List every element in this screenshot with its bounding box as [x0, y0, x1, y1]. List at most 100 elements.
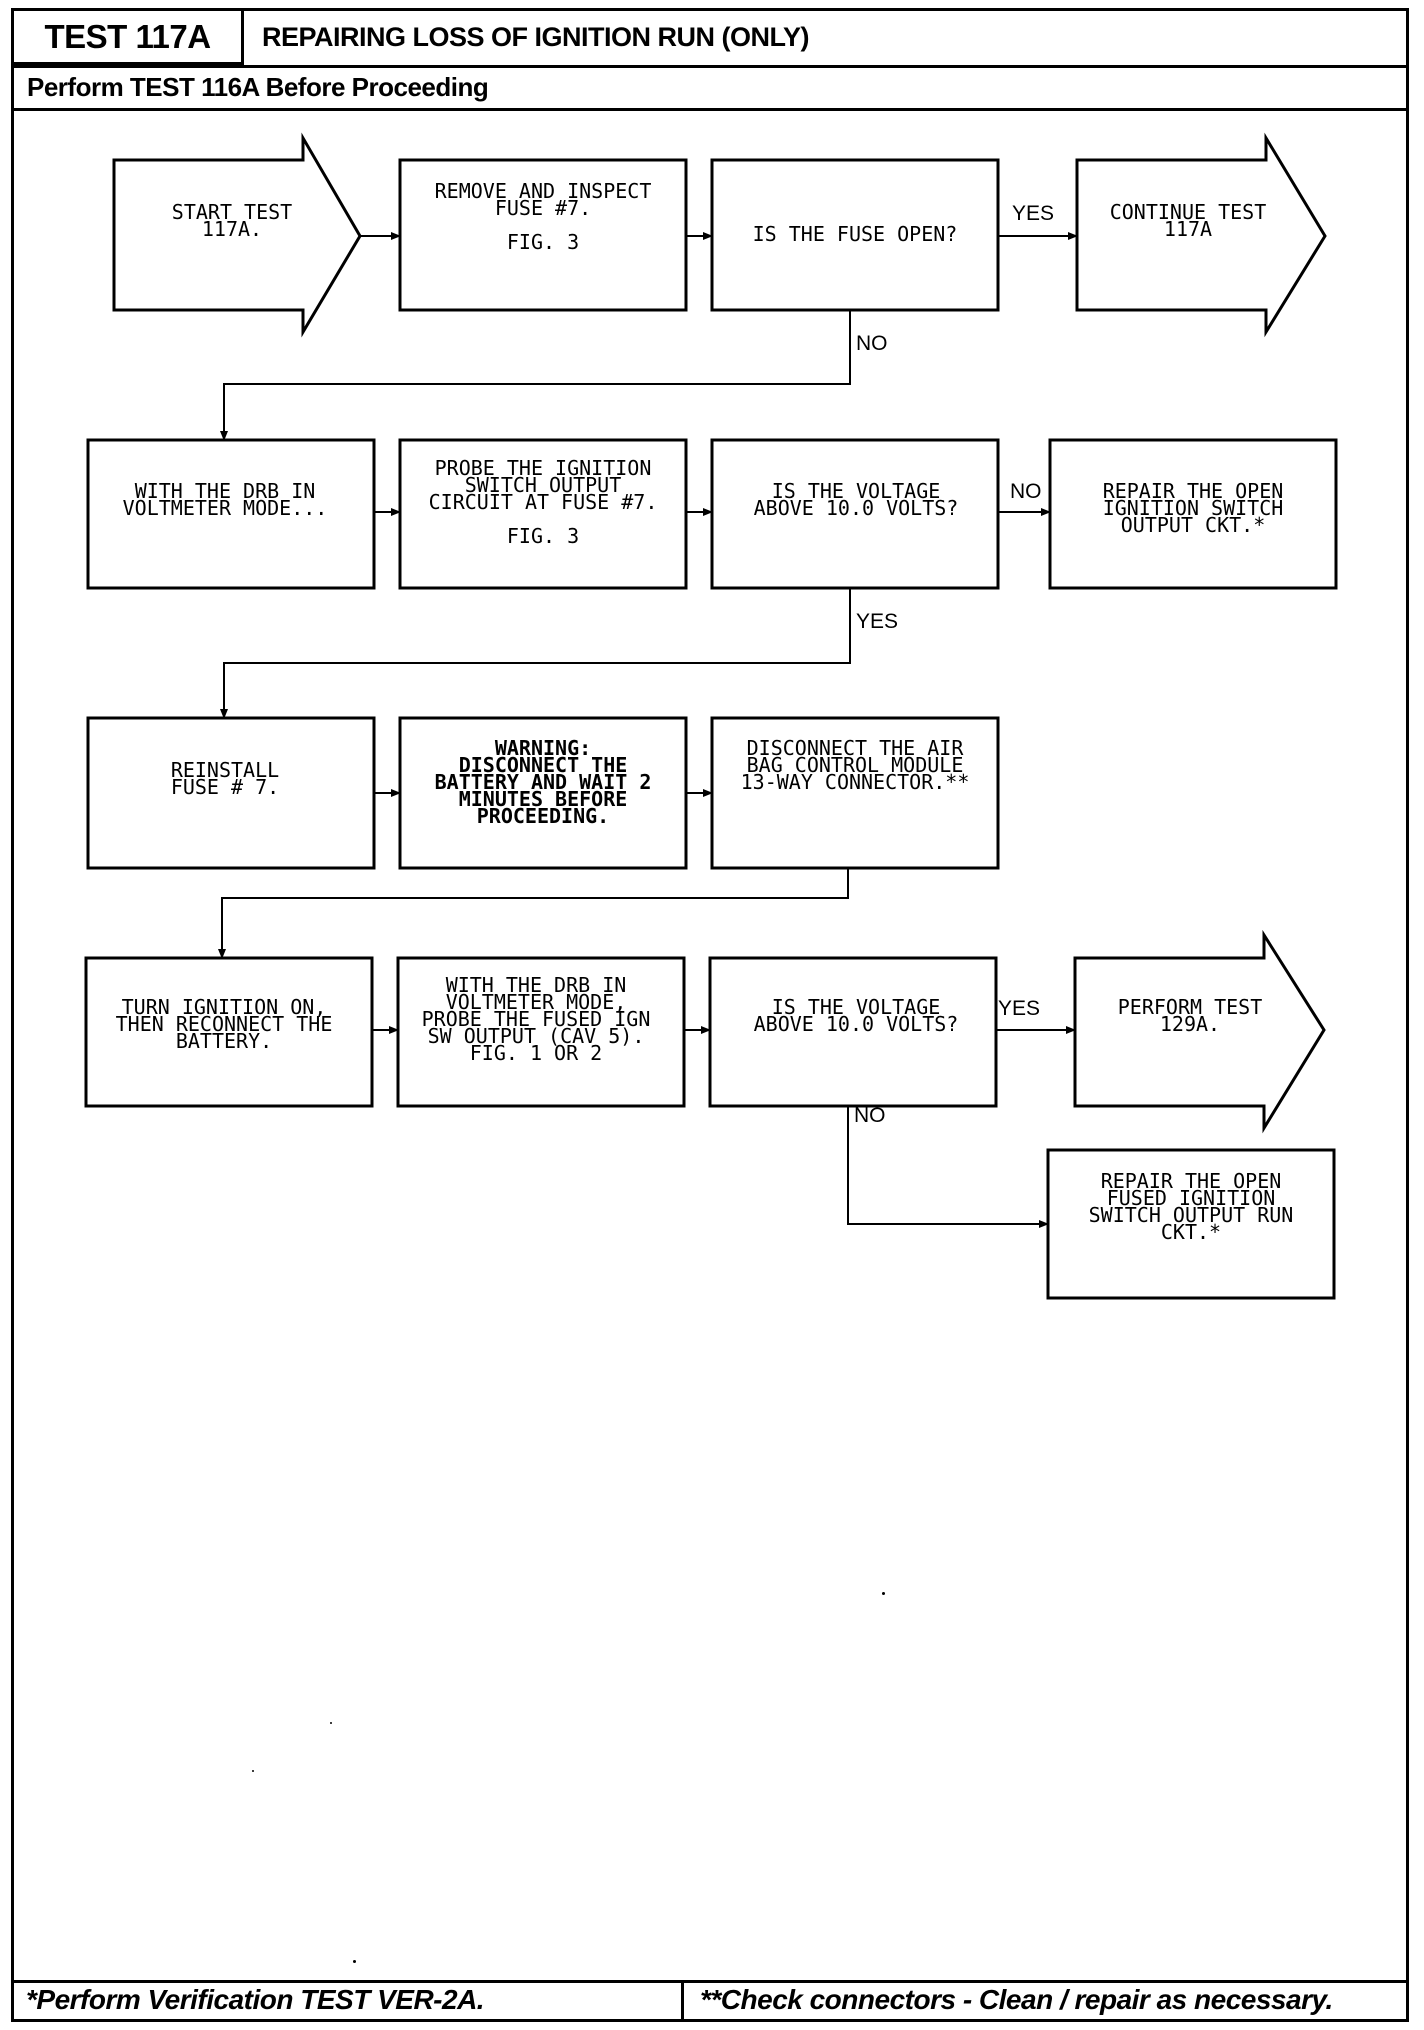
remove-fuse-box: [398, 158, 688, 312]
test-id-box: TEST 117A: [14, 11, 244, 65]
speck-3: [252, 1770, 254, 1772]
box-text-line: PROBE THE IGNITION: [435, 456, 652, 480]
header-rule: [14, 65, 1406, 68]
box-text-line: OUTPUT CKT.*: [1121, 513, 1266, 537]
page-title: REPAIRING LOSS OF IGNITION RUN (ONLY): [262, 22, 810, 52]
footer-divider: [681, 1980, 684, 2022]
subheader-rule: [14, 108, 1406, 111]
box-text-line: FIG. 3: [507, 524, 579, 548]
box-text-line: FUSE #7.: [495, 196, 591, 220]
fuse-open-box: [710, 158, 1000, 312]
box-text-line: 13-WAY CONNECTOR.**: [741, 770, 970, 794]
box-text-line: WITH THE DRB IN: [135, 479, 316, 503]
box-text-line: CONTINUE TEST: [1110, 200, 1267, 224]
footer-rule: [14, 1980, 1406, 1983]
box-text-line: START TEST: [172, 200, 292, 224]
box-text-line: CKT.*: [1161, 1220, 1221, 1244]
box-text-line: REMOVE AND INSPECT: [435, 179, 652, 203]
box-text-line: 117A.: [202, 217, 262, 241]
speck-1: [882, 1592, 885, 1595]
box-text-line: ABOVE 10.0 VOLTS?: [754, 496, 959, 520]
connector-no-1: [220, 310, 851, 441]
label-no-3: NO: [854, 1104, 886, 1127]
box-text-line: WARNING:: [495, 736, 591, 760]
connector-row3-row4: [218, 868, 849, 959]
label-no-1: NO: [856, 332, 888, 355]
fuse-open-text: IS THE FUSE OPEN?: [753, 222, 958, 246]
box-text-line: FIG. 1 OR 2: [470, 1041, 602, 1065]
box-text-line: REPAIR THE OPEN: [1101, 1169, 1282, 1193]
box-text-line: BATTERY AND WAIT 2: [435, 770, 652, 794]
prerequisite-note: Perform TEST 116A Before Proceeding: [27, 72, 489, 102]
box-text-line: FUSED IGNITION: [1107, 1186, 1276, 1210]
box-text-line: 129A.: [1160, 1012, 1220, 1036]
voltage-q1-box: [710, 438, 1000, 590]
box-text-line: BAG CONTROL MODULE: [747, 753, 964, 777]
speck-2: [330, 1722, 332, 1724]
box-text-line: 117A: [1164, 217, 1212, 241]
box-text-line: BATTERY.: [176, 1029, 272, 1053]
box-text-line: DISCONNECT THE: [459, 753, 628, 777]
start-arrow-shape: [112, 132, 362, 338]
box-text-line: VOLTMETER MODE,: [446, 990, 627, 1014]
drb-voltmeter-box: [86, 438, 376, 590]
label-yes-3: YES: [998, 997, 1040, 1020]
box-text-line: REINSTALL: [171, 758, 279, 782]
box-text-line: IS THE VOLTAGE: [772, 479, 941, 503]
box-text-line: IGNITION SWITCH: [1103, 496, 1284, 520]
box-text-line: REPAIR THE OPEN: [1103, 479, 1284, 503]
connector-no-3: [847, 1106, 1049, 1228]
box-text-line: PERFORM TEST: [1118, 995, 1263, 1019]
box-text-line: VOLTMETER MODE...: [123, 496, 328, 520]
label-yes-1: YES: [1012, 202, 1054, 225]
box-text-line: SWITCH OUTPUT RUN: [1089, 1203, 1294, 1227]
label-yes-2: YES: [856, 610, 898, 633]
box-text-line: IS THE VOLTAGE: [772, 995, 941, 1019]
page-frame: [11, 8, 1409, 2022]
box-text-line: ABOVE 10.0 VOLTS?: [754, 1012, 959, 1036]
footer-verification-note: *Perform Verification TEST VER-2A.: [26, 1984, 485, 2015]
disconnect-module-box: [710, 716, 1000, 870]
connector-yes-2: [220, 588, 851, 719]
reinstall-fuse-box: [86, 716, 376, 870]
box-text-line: DISCONNECT THE AIR: [747, 736, 965, 760]
perform-129a-arrow-shape: [1073, 929, 1326, 1134]
box-text-line: WITH THE DRB IN: [446, 973, 627, 997]
box-text-line: MINUTES BEFORE: [459, 787, 628, 811]
turn-ign-on-box: [84, 956, 374, 1108]
box-text-line: THEN RECONNECT THE: [116, 1012, 333, 1036]
repair-fused-box: [1046, 1148, 1336, 1300]
continue-arrow-shape: [1075, 132, 1327, 338]
box-text-line: PROBE THE FUSED IGN: [422, 1007, 651, 1031]
box-text-line: IS THE FUSE OPEN?: [753, 222, 958, 246]
repair-open-ign-box: [1048, 438, 1338, 590]
footer-connectors-note: **Check connectors - Clean / repair as n…: [700, 1984, 1333, 2015]
voltage-q2-box: [708, 956, 998, 1108]
box-text-line: PROCEEDING.: [477, 804, 609, 828]
box-text-line: SW OUTPUT (CAV 5).: [428, 1024, 645, 1048]
box-text-line: SWITCH OUTPUT: [465, 473, 622, 497]
box-text-line: TURN IGNITION ON,: [122, 995, 327, 1019]
speck-4: [353, 1960, 356, 1963]
box-text-line: FIG. 3: [507, 230, 579, 254]
label-no-2: NO: [1010, 480, 1042, 503]
box-text-line: CIRCUIT AT FUSE #7.: [429, 490, 658, 514]
box-text-line: FUSE # 7.: [171, 775, 279, 799]
